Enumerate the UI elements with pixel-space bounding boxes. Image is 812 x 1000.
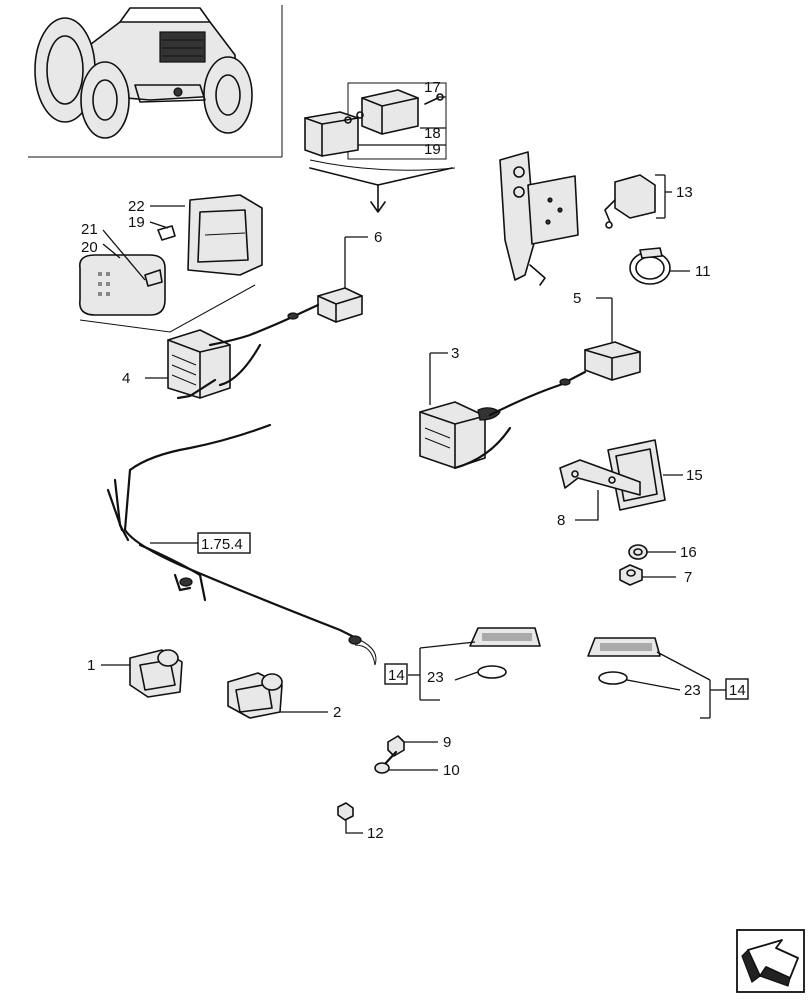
callout-19: 19 — [424, 141, 441, 158]
decal-group-left — [384, 627, 541, 701]
callout-23: 23 — [427, 669, 444, 686]
marker-light-5 — [584, 297, 641, 381]
callout-23: 23 — [684, 682, 701, 699]
nut-7 — [619, 564, 676, 586]
callout-21: 21 — [81, 221, 98, 238]
callout-18: 18 — [424, 125, 441, 142]
bracket-8 — [559, 459, 641, 521]
callout-16: 16 — [680, 544, 697, 561]
callout-14: 14 — [388, 667, 405, 684]
callout-1: 1 — [87, 657, 95, 674]
next-page-arrow-icon — [741, 939, 799, 987]
switch-13 — [604, 174, 672, 229]
bolt-9 — [382, 735, 438, 767]
washer-10 — [374, 762, 438, 774]
work-lamp-3 — [419, 352, 587, 470]
lamp-2 — [227, 672, 328, 719]
tractor-illustration-icon — [34, 7, 253, 139]
callout-8: 8 — [557, 512, 565, 529]
reference-box-label: 1.75.4 — [201, 536, 243, 553]
callout-11: 11 — [695, 263, 711, 280]
tractor-thumbnail — [28, 5, 283, 158]
callout-9: 9 — [443, 734, 451, 751]
main-wiring-harness — [106, 423, 377, 666]
callout-13: 13 — [676, 184, 693, 201]
callout-15: 15 — [686, 467, 703, 484]
next-page-button[interactable] — [736, 929, 805, 993]
lamp-1 — [101, 649, 183, 698]
nut-16 — [628, 544, 676, 560]
callout-labels: 17 18 19 22 19 21 20 6 13 11 5 3 4 15 8 … — [81, 79, 746, 842]
decal-group-right — [587, 637, 749, 719]
callout-5: 5 — [573, 290, 581, 307]
bracket-assembly — [499, 151, 579, 286]
callout-6: 6 — [374, 229, 382, 246]
callout-14: 14 — [729, 682, 746, 699]
callout-17: 17 — [424, 79, 441, 96]
lamp-lens-exploded — [78, 194, 263, 333]
nut-12 — [337, 802, 363, 834]
callout-4: 4 — [122, 370, 130, 387]
callout-2: 2 — [333, 704, 341, 721]
callout-19: 19 — [128, 214, 145, 231]
callout-7: 7 — [684, 569, 692, 586]
callout-20: 20 — [81, 239, 98, 256]
hose-clamp-11 — [629, 247, 690, 285]
callout-10: 10 — [443, 762, 460, 779]
marker-light-6 — [287, 236, 368, 323]
callout-12: 12 — [367, 825, 384, 842]
callout-22: 22 — [128, 198, 145, 215]
callout-3: 3 — [451, 345, 459, 362]
reference-box-1-75-4 — [197, 532, 251, 554]
bulb-assembly-17-18-19 — [304, 82, 456, 213]
work-lamp-4 — [145, 316, 292, 400]
